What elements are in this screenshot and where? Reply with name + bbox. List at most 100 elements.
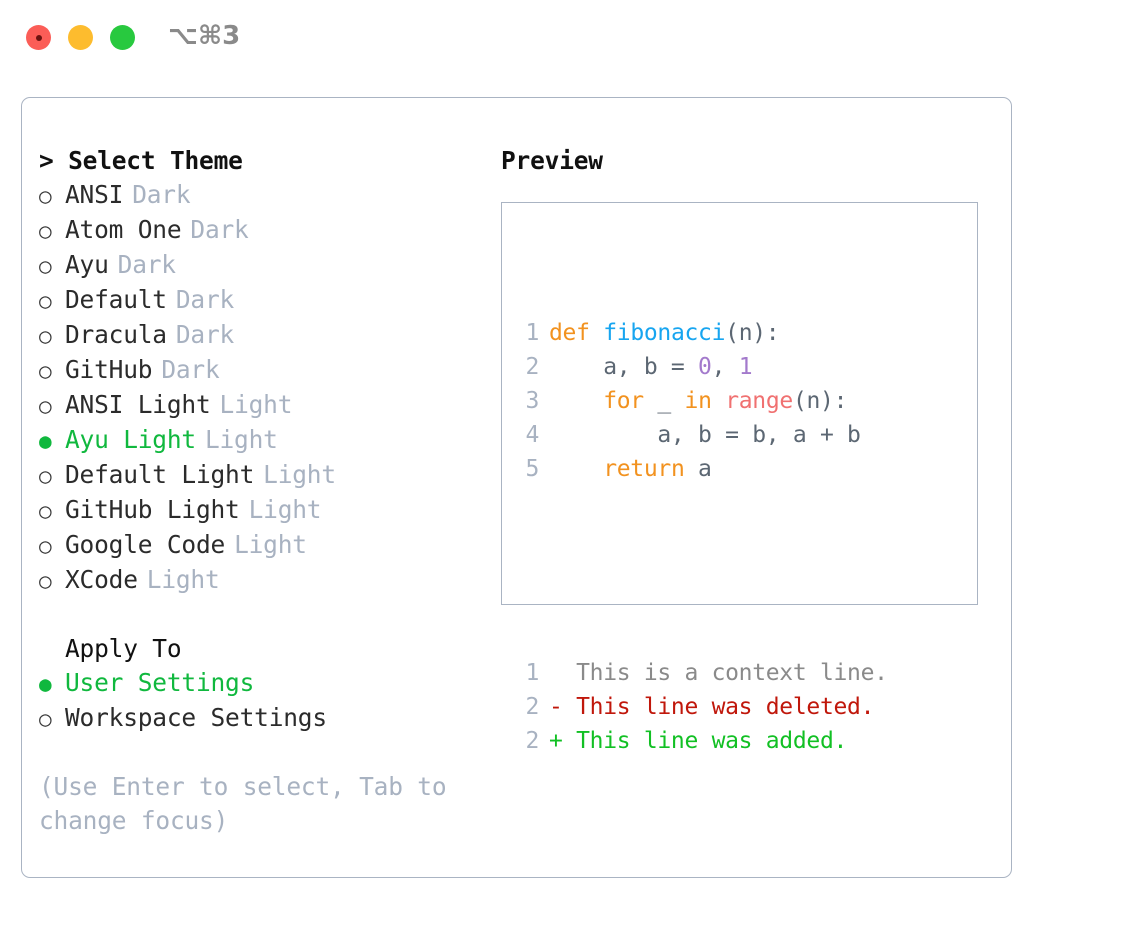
- theme-option-name: Default Light: [65, 460, 255, 489]
- radio-unselected-icon: ○: [39, 464, 52, 488]
- theme-option-variant: Dark: [175, 320, 235, 349]
- code-token-plain: _: [643, 388, 685, 414]
- code-token-builtin: range: [725, 388, 793, 414]
- theme-option-variant: Light: [146, 565, 220, 594]
- radio-unselected-icon: ○: [39, 289, 52, 313]
- theme-option-variant: Dark: [175, 285, 235, 314]
- diff-sample: 1 This is a context line. 2 - This line wa…: [519, 656, 888, 758]
- theme-option-name: Atom One: [65, 215, 182, 244]
- theme-option-9[interactable]: ○ GitHub Light Light: [39, 493, 469, 528]
- code-token-plain: (n):: [792, 388, 848, 414]
- code-token-plain: [549, 456, 603, 482]
- theme-option-variant: Light: [234, 530, 307, 559]
- theme-option-name: Ayu Light: [65, 425, 196, 454]
- minimize-window-button[interactable]: [68, 25, 93, 50]
- theme-option-variant: Dark: [190, 215, 249, 244]
- radio-unselected-icon: ○: [39, 254, 52, 278]
- line-number: 3: [525, 388, 539, 414]
- apply-to-option-name: User Settings: [65, 668, 255, 697]
- close-window-button[interactable]: [26, 25, 51, 50]
- radio-unselected-icon: ○: [39, 499, 52, 523]
- radio-unselected-icon: ○: [39, 534, 52, 558]
- radio-selected-icon: ●: [39, 429, 52, 453]
- radio-unselected-icon: ○: [39, 359, 52, 383]
- theme-option-variant: Dark: [132, 180, 191, 209]
- theme-option-name: Default: [65, 285, 167, 314]
- code-token-num: 0: [698, 354, 712, 380]
- diff-line-2: 2+ This line was added.: [519, 724, 888, 758]
- select-theme-heading: > Select Theme: [39, 146, 243, 175]
- radio-unselected-icon: ○: [39, 324, 52, 348]
- theme-option-variant: Dark: [117, 250, 176, 279]
- line-number: 1: [525, 320, 539, 346]
- code-token-plain: [549, 388, 603, 414]
- line-number: 2: [525, 728, 539, 754]
- code-gap: [519, 554, 888, 588]
- theme-option-name: ANSI: [65, 180, 124, 209]
- code-token-plain: [712, 388, 726, 414]
- theme-option-name: Dracula: [65, 320, 167, 349]
- theme-option-variant: Dark: [161, 355, 220, 384]
- diff-line-0: 1 This is a context line.: [519, 656, 888, 690]
- line-number: 5: [525, 456, 539, 482]
- theme-option-name: GitHub: [65, 355, 153, 384]
- code-token-kw: in: [684, 388, 712, 414]
- theme-option-name: GitHub Light: [65, 495, 240, 524]
- theme-option-5[interactable]: ○ GitHub Dark: [39, 353, 469, 388]
- theme-option-10[interactable]: ○ Google Code Light: [39, 528, 469, 563]
- code-line-3: 4 a, b = b, a + b: [519, 418, 888, 452]
- diff-line-1: 2 - This line was deleted.: [519, 690, 888, 724]
- code-token-num: 1: [738, 354, 753, 380]
- code-line-4: 5 return a: [519, 452, 888, 486]
- theme-option-0[interactable]: ○ ANSI Dark: [39, 178, 469, 213]
- theme-option-3[interactable]: ○ Default Dark: [39, 283, 469, 318]
- preview-heading: Preview: [501, 146, 603, 175]
- line-number: 1: [525, 660, 539, 686]
- code-token-plain: (n):: [725, 320, 780, 346]
- code-token-kw: def: [549, 320, 590, 346]
- code-token-plain: a, b =: [549, 354, 699, 380]
- apply-to-label: Apply To: [65, 634, 182, 663]
- code-token-del: - This line was deleted.: [549, 694, 875, 720]
- line-number: 4: [525, 422, 539, 448]
- theme-option-2[interactable]: ○ Ayu Dark: [39, 248, 469, 283]
- radio-selected-icon: ●: [39, 672, 52, 696]
- code-token-plain: a, b = b, a + b: [549, 422, 861, 448]
- maximize-window-button[interactable]: [110, 25, 135, 50]
- window-title: ⌥⌘3: [168, 21, 241, 51]
- code-token-fn: fibonacci: [603, 320, 726, 346]
- code-token-plain: ,: [711, 354, 739, 380]
- line-number: 2: [525, 354, 539, 380]
- apply-to-option-1[interactable]: ○Workspace Settings: [39, 701, 469, 736]
- theme-option-name: Google Code: [65, 530, 226, 559]
- window-controls: [26, 25, 135, 50]
- radio-unselected-icon: ○: [39, 394, 52, 418]
- theme-option-variant: Light: [263, 460, 336, 489]
- line-number: 2: [525, 694, 539, 720]
- code-line-2: 3 for _ in range(n):: [519, 384, 888, 418]
- theme-option-8[interactable]: ○ Default Light Light: [39, 458, 469, 493]
- apply-to-option-name: Workspace Settings: [65, 703, 327, 732]
- code-line-1: 2 a, b = 0, 1: [519, 350, 888, 384]
- code-line-0: 1 def fibonacci(n):: [519, 316, 888, 350]
- theme-option-name: Ayu: [65, 250, 109, 279]
- theme-option-11[interactable]: ○ XCode Light: [39, 563, 469, 598]
- radio-unselected-icon: ○: [39, 184, 52, 208]
- theme-option-4[interactable]: ○ Dracula Dark: [39, 318, 469, 353]
- theme-option-name: XCode: [65, 565, 138, 594]
- radio-unselected-icon: ○: [39, 569, 52, 593]
- apply-to-option-0[interactable]: ● User Settings: [39, 666, 469, 701]
- theme-option-variant: Light: [248, 495, 322, 524]
- theme-option-name: ANSI Light: [65, 390, 211, 419]
